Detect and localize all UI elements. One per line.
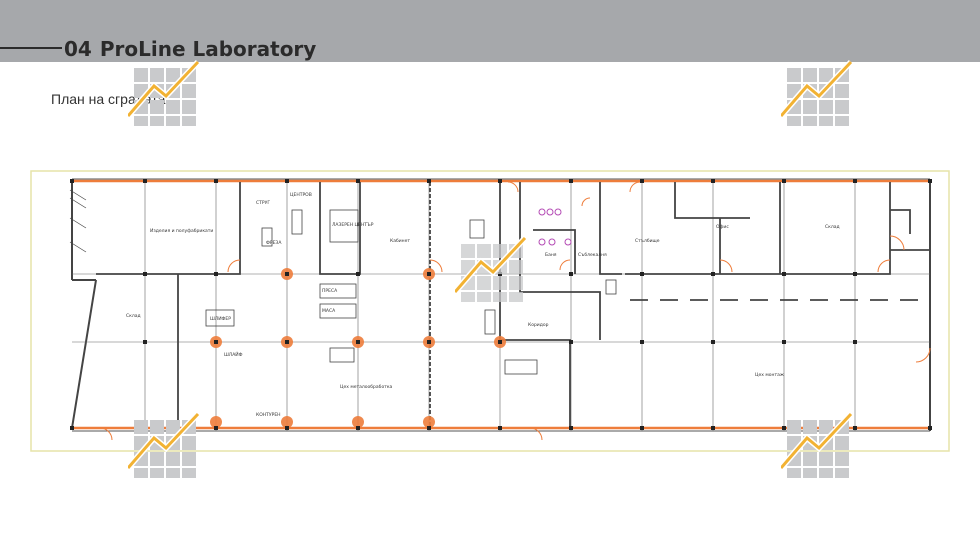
columns <box>70 179 932 430</box>
room-label: Склад <box>825 224 840 230</box>
machine-label: ШЛАЙФ <box>224 351 243 358</box>
room-label: Кабинет <box>390 238 410 244</box>
room-label: Цех металообработка <box>340 384 393 390</box>
page-title: 04 ProLine Laboratory <box>64 37 316 61</box>
equipment <box>205 209 617 375</box>
machine-label: ФРЕЗА <box>266 240 282 246</box>
floor-plan: Склад Изделия и полуфабрикати ШЛИФЕР ПРЕ… <box>30 170 950 452</box>
room-label: ПРЕСА <box>322 288 338 294</box>
watermark-logo-icon <box>781 411 854 478</box>
plan-border <box>30 170 950 452</box>
room-labels: Склад Изделия и полуфабрикати ШЛИФЕР ПРЕ… <box>126 192 840 418</box>
room-label: Изделия и полуфабрикати <box>150 228 213 234</box>
wc-fixtures <box>538 208 572 246</box>
floor-plan-drawing: Склад Изделия и полуфабрикати ШЛИФЕР ПРЕ… <box>30 170 950 452</box>
room-label: Съблекалня <box>578 252 607 258</box>
watermark-logo-icon <box>128 59 201 126</box>
room-label: ЛАЗЕРЕН ЦЕНТЪР <box>332 222 374 228</box>
section-number: 04 <box>64 37 92 61</box>
room-label: ШЛИФЕР <box>210 316 231 322</box>
section-title: ProLine Laboratory <box>99 37 317 61</box>
room-label: Стълбище <box>635 238 660 244</box>
machine-label: ЦЕНТРОВ <box>290 192 312 198</box>
room-label: Офис <box>716 224 729 230</box>
doors <box>99 181 931 441</box>
machine-label: СТРУГ <box>256 200 270 206</box>
title-rule <box>0 47 62 49</box>
machine-label: КОНТУРЕН <box>256 412 281 418</box>
watermark-logo-icon <box>455 235 528 302</box>
room-label: МАСА <box>322 308 336 314</box>
stairs-left <box>69 189 87 253</box>
room-label: Баня <box>545 252 557 258</box>
header-band <box>0 0 980 62</box>
watermark-logo-icon <box>128 411 201 478</box>
room-label: Цех монтаж <box>755 372 784 378</box>
room-label: Склад <box>126 313 141 319</box>
watermark-logo-icon <box>781 59 854 126</box>
room-label: Коридор <box>528 322 549 328</box>
